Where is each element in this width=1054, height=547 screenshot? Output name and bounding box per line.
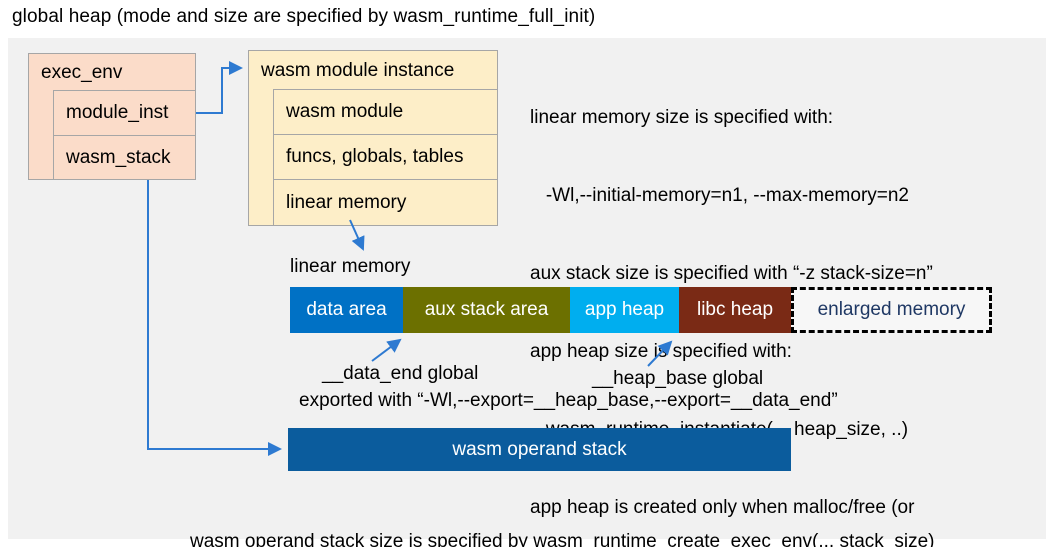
heap-base-global-label: __heap_base global: [592, 368, 764, 389]
linear-memory-notes: linear memory size is specified with: -W…: [530, 53, 933, 547]
segment-data-area: data area: [290, 287, 403, 333]
segment-libc-heap: libc heap: [679, 287, 791, 333]
wasm-operand-stack-label: wasm operand stack: [452, 438, 627, 460]
data-end-global-label: __data_end global: [322, 363, 479, 384]
note-line: app heap is created only when malloc/fre…: [530, 497, 915, 518]
diagram-title: global heap (mode and size are specified…: [12, 6, 596, 27]
linear-memory-label: linear memory: [290, 256, 411, 277]
module-instance-row-funcs-globals-tables: funcs, globals, tables: [273, 134, 498, 180]
module-instance-row-wasm-module: wasm module: [273, 89, 498, 135]
exported-with-label: exported with “-Wl,--export=__heap_base,…: [299, 390, 838, 411]
exec-env-title: exec_env: [41, 61, 123, 83]
note-line: linear memory size is specified with:: [530, 107, 834, 128]
module-instance-title: wasm module instance: [261, 59, 455, 81]
segment-enlarged-memory: enlarged memory: [791, 287, 992, 333]
note-line: aux stack size is specified with “-z sta…: [530, 263, 933, 284]
module-instance-row-linear-memory: linear memory: [273, 179, 498, 226]
wasm-operand-stack-bar: wasm operand stack: [288, 428, 791, 471]
segment-app-heap: app heap: [570, 287, 679, 333]
operand-stack-notes: wasm operand stack size is specified by …: [190, 479, 935, 547]
note-line: wasm operand stack size is specified by …: [190, 531, 935, 547]
segment-aux-stack-area: aux stack area: [403, 287, 570, 333]
linear-memory-bar: data area aux stack area app heap libc h…: [290, 287, 992, 333]
exec-env-row-wasm-stack: wasm_stack: [53, 135, 196, 180]
note-line: -Wl,--initial-memory=n1, --max-memory=n2: [530, 185, 909, 206]
note-line: app heap size is specified with:: [530, 341, 792, 362]
exec-env-row-module-inst: module_inst: [53, 90, 196, 136]
